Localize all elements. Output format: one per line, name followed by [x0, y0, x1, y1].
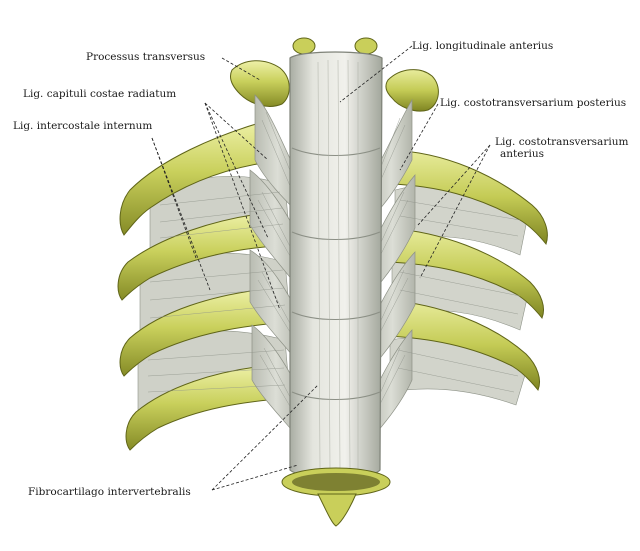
transverse-processes: [229, 37, 439, 112]
articular-process-left: [292, 37, 316, 55]
leader-lig-costotransversarium-posterius: [399, 103, 439, 171]
leader-lig-longitudinale: [339, 45, 413, 103]
leader-lig-capituli-1: [204, 102, 269, 161]
ligament-fibres: [147, 111, 521, 421]
leader-lig-costotransversarium-anterius-1: [417, 144, 491, 226]
label-lig-costotransversarium-posterius: Lig. costotransversarium posterius: [440, 97, 627, 109]
label-lig-capituli-costae-radiatum: Lig. capituli costae radiatum: [23, 88, 177, 100]
leader-lig-intercostale-2: [151, 137, 211, 291]
rib-left-1: [119, 119, 286, 236]
rib-right-1: [389, 149, 548, 246]
leader-lines: [151, 45, 491, 491]
leader-processus-transversus: [221, 57, 261, 81]
label-lig-costotransversarium-anterius-line1: Lig. costotransversarium: [495, 136, 629, 148]
spinous-process: [317, 493, 357, 527]
label-lig-intercostale-internum: Lig. intercostale internum: [13, 120, 153, 132]
intervertebral-discs: [291, 147, 381, 401]
rib-left-3: [119, 287, 289, 377]
label-lig-costotransversarium-anterius-line2: anterius: [500, 148, 544, 160]
ribs-right: [385, 149, 548, 391]
vertebral-column: [281, 51, 391, 527]
rib-left-4: [125, 364, 289, 451]
transverse-process-right: [385, 69, 439, 112]
leader-lig-costotransversarium-anterius-2: [419, 144, 491, 279]
label-processus-transversus: Processus transversus: [86, 51, 206, 63]
transverse-process-left: [229, 60, 290, 107]
leader-lig-capituli-3: [204, 102, 281, 311]
label-fibrocartilago-intervertebralis: Fibrocartilago intervertebralis: [28, 486, 191, 498]
label-lig-longitudinale-anterius: Lig. longitudinale anterius: [412, 40, 554, 52]
rib-right-2: [387, 227, 544, 319]
rib-left-2: [117, 211, 289, 301]
rib-right-3: [385, 299, 540, 391]
articular-process-right: [354, 37, 378, 55]
ribs-left: [117, 119, 289, 451]
